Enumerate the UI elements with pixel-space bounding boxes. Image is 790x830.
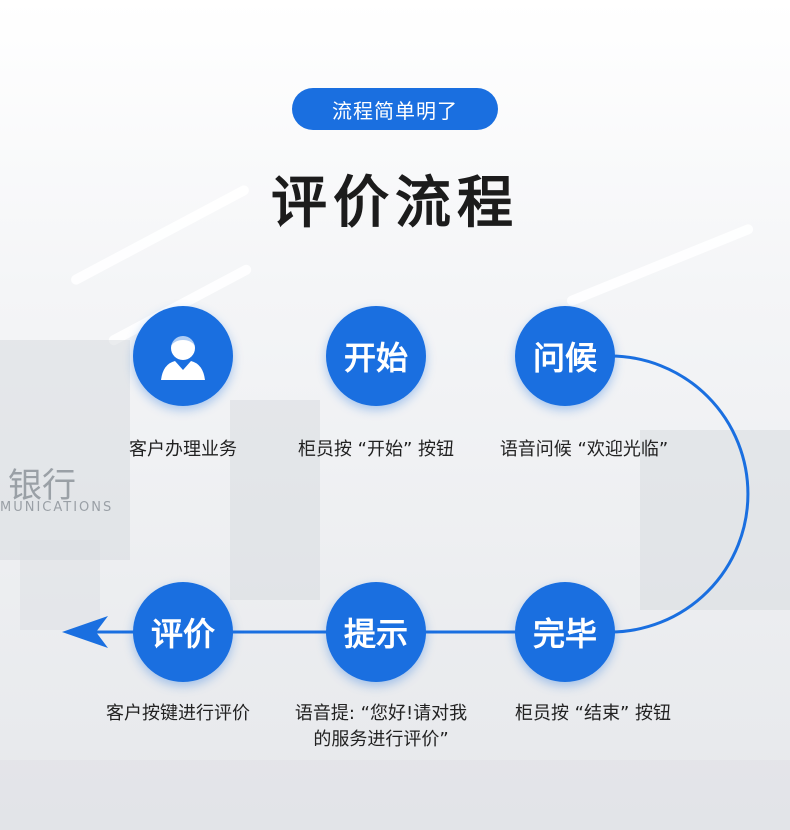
step-start-circle: 开始 <box>326 306 426 406</box>
wall-panel <box>640 430 790 610</box>
step-finish-label: 柜员按 “结束” 按钮 <box>514 703 672 724</box>
step-prompt-circle: 提示 <box>326 582 426 682</box>
step-prompt-label-line: 的服务进行评价” <box>313 729 449 750</box>
step-rate-label: 客户按键进行评价 <box>106 703 250 724</box>
customer-avatar-icon <box>161 334 205 380</box>
step-greet-label: 语音问候 “欢迎光临” <box>499 439 669 460</box>
wall-panel <box>0 340 130 560</box>
step-start-label: 柜员按 “开始” 按钮 <box>297 439 455 460</box>
bank-sign-english: MUNICATIONS <box>0 500 114 515</box>
page-title: 评价流程 <box>271 171 519 236</box>
step-finish-circle: 完毕 <box>515 582 615 682</box>
wall-panel <box>230 400 320 600</box>
loop-arc <box>600 354 750 634</box>
arrow-head-icon <box>62 616 108 648</box>
step-prompt-label: 语音提: “您好!请对我 的服务进行评价” <box>276 701 486 753</box>
floor <box>0 760 790 830</box>
subtitle-pill: 流程简单明了 <box>292 88 498 130</box>
step-customer-circle <box>133 306 233 406</box>
step-prompt-label-line: 语音提: “您好!请对我 <box>294 703 468 724</box>
step-greet-circle: 问候 <box>515 306 615 406</box>
step-customer-label: 客户办理业务 <box>129 439 237 460</box>
service-kiosk <box>20 540 100 630</box>
bank-sign-text: 银行 <box>8 466 76 506</box>
step-rate-circle: 评价 <box>133 582 233 682</box>
